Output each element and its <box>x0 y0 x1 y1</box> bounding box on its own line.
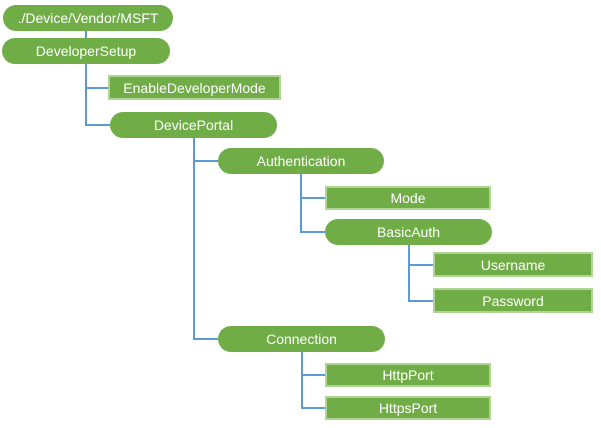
tree-node-mode: Mode <box>325 186 491 210</box>
connector-line <box>193 160 218 162</box>
connector-line <box>408 300 433 302</box>
connector-line <box>301 374 325 376</box>
tree-node-msft: ./Device/Vendor/MSFT <box>3 5 173 31</box>
tree-node-enabledevelopermode: EnableDeveloperMode <box>108 75 281 100</box>
tree-node-deviceportal: DevicePortal <box>110 112 277 138</box>
tree-node-username: Username <box>433 252 593 277</box>
connector-line <box>300 231 325 233</box>
tree-node-httpport: HttpPort <box>325 363 491 387</box>
tree-node-developersetup: DeveloperSetup <box>2 38 170 64</box>
connector-line <box>408 245 410 302</box>
tree-node-basicauth: BasicAuth <box>325 219 492 245</box>
tree-node-httpsport: HttpsPort <box>325 396 491 420</box>
tree-node-connection: Connection <box>218 326 385 352</box>
connector-line <box>301 352 303 409</box>
connector-line <box>193 338 218 340</box>
connector-line <box>408 264 433 266</box>
connector-line <box>301 407 325 409</box>
connector-line <box>85 31 87 38</box>
connector-line <box>85 64 87 126</box>
tree-node-password: Password <box>433 288 593 313</box>
tree-node-authentication: Authentication <box>218 148 384 174</box>
connector-line <box>193 138 195 340</box>
connector-line <box>85 87 108 89</box>
connector-line <box>300 174 302 233</box>
connector-line <box>85 124 110 126</box>
connector-line <box>300 197 325 199</box>
